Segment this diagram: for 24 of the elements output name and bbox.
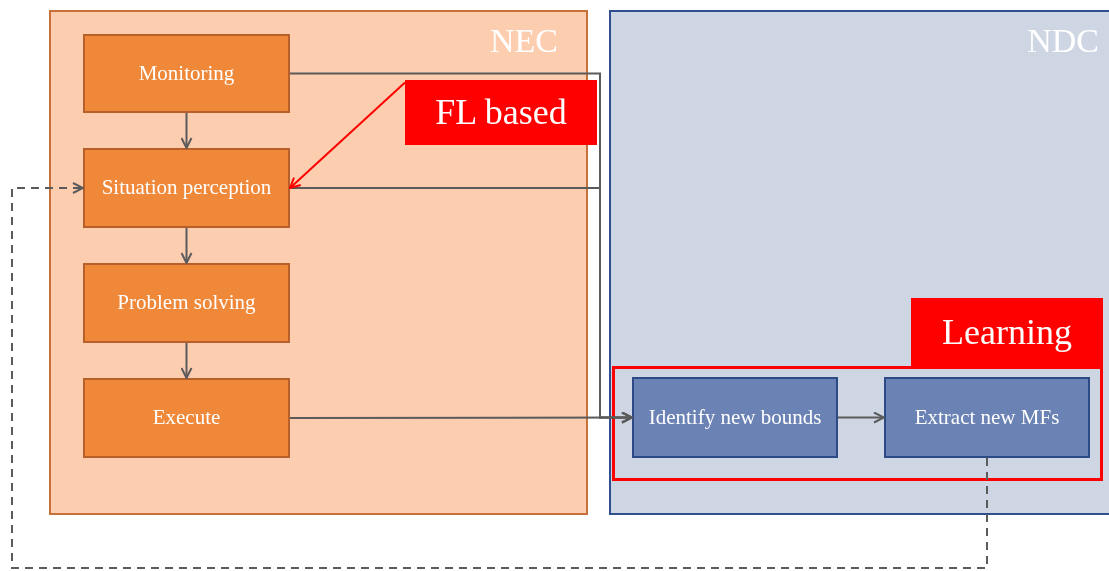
box-label: Execute xyxy=(151,404,222,432)
panel-title: NEC xyxy=(490,22,558,60)
box-label: Situation perception xyxy=(100,174,273,202)
section-tag: Learning xyxy=(911,298,1103,366)
arrow xyxy=(180,342,193,379)
tag-text: FL based xyxy=(434,91,568,135)
process-box xyxy=(83,148,290,228)
arrow xyxy=(11,182,988,569)
process-box xyxy=(83,34,290,113)
arrow xyxy=(837,411,885,424)
process-box xyxy=(83,263,290,343)
arrow xyxy=(180,112,193,149)
arrow xyxy=(180,227,193,264)
box-label: Extract new MFs xyxy=(913,403,1061,431)
arrow xyxy=(289,411,633,424)
group-panel xyxy=(49,10,588,515)
process-box xyxy=(83,378,290,458)
arrow xyxy=(289,81,406,189)
group-panel xyxy=(609,10,1109,515)
box-label: Monitoring xyxy=(137,59,236,87)
box-label: Identify new bounds xyxy=(647,403,823,431)
process-box xyxy=(632,377,838,458)
box-label: Problem solving xyxy=(116,289,257,317)
process-box xyxy=(884,377,1090,458)
